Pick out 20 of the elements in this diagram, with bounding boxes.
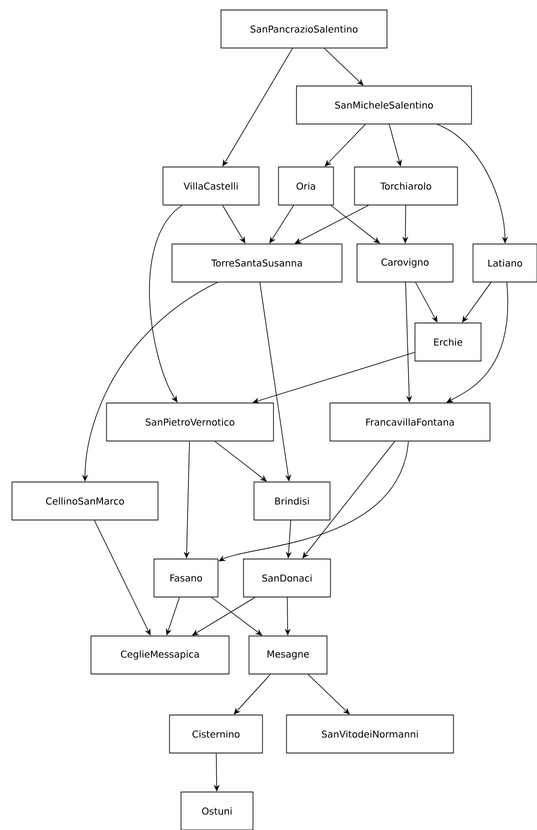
place-box: TorreSantaSusanna <box>172 244 342 282</box>
place-box: Erchie <box>414 322 482 362</box>
place-box: SanPancrazioSalentino <box>220 10 388 48</box>
place-box: Latiano <box>472 244 537 282</box>
place-box: Oria <box>278 166 334 206</box>
place-box: Mesagne <box>248 636 328 674</box>
place-box: Brindisi <box>254 482 330 520</box>
place-box: Torchiarolo <box>354 166 458 206</box>
place-box: Cisternino <box>169 714 263 754</box>
place-box: Carovigno <box>356 244 454 282</box>
place-box: CeglieMessapica <box>90 636 230 674</box>
place-box: SanVitodeiNormanni <box>286 714 454 754</box>
place-box: FrancavillaFontana <box>330 402 490 442</box>
place-box: CellinoSanMarco <box>12 482 158 520</box>
place-box: SanMicheleSalentino <box>296 86 472 124</box>
place-box: Ostuni <box>180 792 254 830</box>
place-box: Fasano <box>154 558 218 598</box>
place-box: SanDonaci <box>243 558 331 598</box>
place-box: VillaCastelli <box>162 166 260 206</box>
place-box: SanPietroVernotico <box>106 402 274 442</box>
